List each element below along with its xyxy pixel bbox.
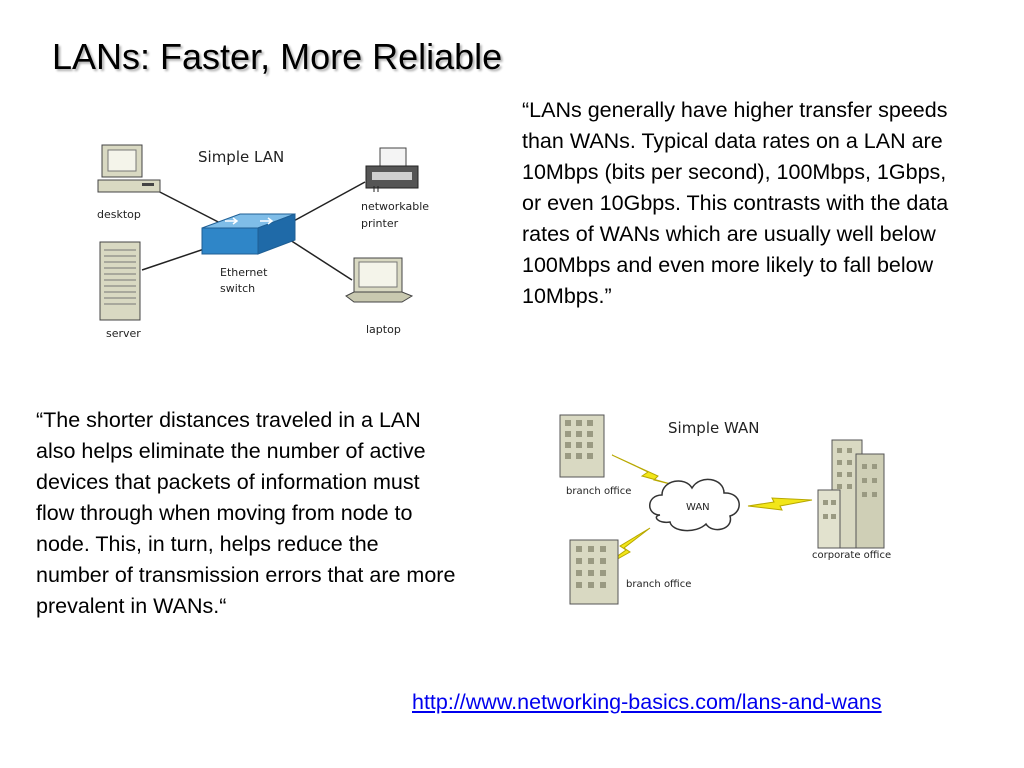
lightning-bolt-branch-top-icon [611, 454, 679, 487]
wan-diagram-svg: Simple WAN branch office WAN [559, 414, 891, 605]
printer-icon [365, 147, 419, 192]
wan-cloud-icon [649, 478, 740, 532]
server-label: server [106, 327, 141, 340]
wan-cloud-label: WAN [686, 502, 710, 513]
laptop-label: laptop [366, 323, 401, 336]
desktop-label: desktop [97, 208, 141, 221]
source-link[interactable]: http://www.networking-basics.com/lans-an… [412, 690, 882, 714]
simple-wan-diagram: Simple WAN branch office WAN [550, 400, 900, 610]
server-icon [99, 241, 141, 321]
simple-lan-diagram: Simple LAN desktop server [90, 130, 440, 345]
lan-diagram-svg: Simple LAN desktop server [97, 144, 429, 340]
switch-label-line2: switch [220, 282, 255, 295]
branch-office-top-building-icon [559, 414, 605, 478]
lightning-bolt-corporate-icon [747, 497, 813, 511]
lan-reliability-quote: “The shorter distances traveled in a LAN… [36, 408, 456, 618]
ethernet-switch-icon [201, 213, 296, 255]
laptop-icon [345, 257, 414, 303]
switch-label-line1: Ethernet [220, 266, 268, 279]
lan-title: Simple LAN [198, 148, 284, 166]
printer-label-line2: printer [361, 217, 399, 230]
corporate-office-label: corporate office [812, 550, 891, 561]
desktop-icon [97, 144, 161, 193]
lan-link-laptop [289, 239, 353, 281]
lan-link-printer [289, 181, 366, 224]
lan-speed-quote: “LANs generally have higher transfer spe… [522, 98, 949, 308]
branch-office-top-label: branch office [566, 486, 631, 497]
printer-label-line1: networkable [361, 200, 429, 213]
lan-link-desktop [151, 187, 231, 229]
branch-office-bottom-label: branch office [626, 579, 691, 590]
slide-title: LANs: Faster, More Reliable [52, 36, 503, 77]
branch-office-bottom-building-icon [569, 539, 619, 605]
wan-title: Simple WAN [668, 419, 759, 437]
corporate-office-building-icon [817, 439, 885, 549]
